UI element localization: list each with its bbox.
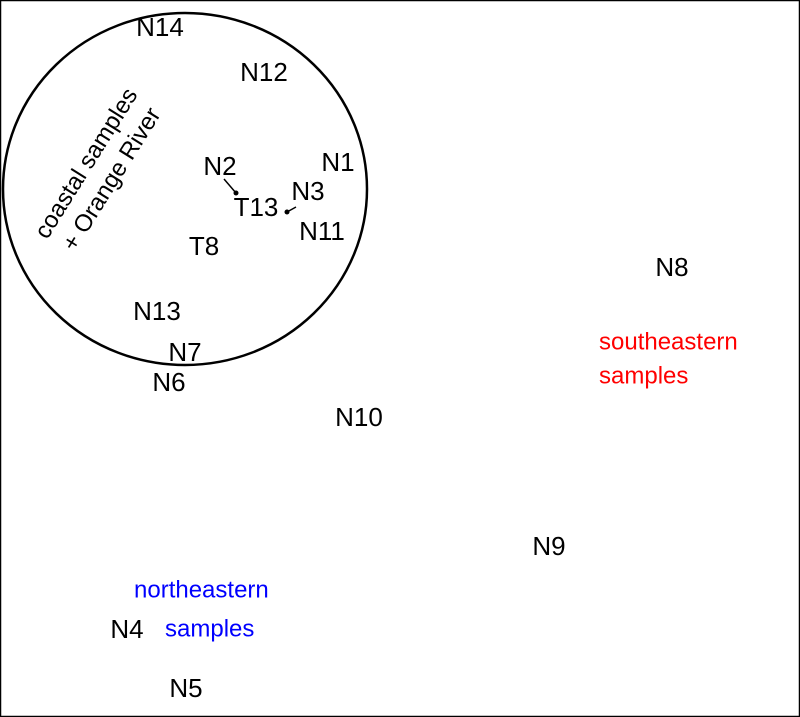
northeastern-annotation: northeastern samples: [134, 576, 269, 642]
northeastern-annotation-line2: samples: [165, 615, 254, 642]
point-label-n10: N10: [335, 402, 383, 432]
southeastern-annotation-line2: samples: [599, 362, 688, 389]
point-label-n7: N7: [168, 337, 201, 367]
connector-line-0: [223, 178, 237, 194]
point-label-n5: N5: [169, 673, 202, 703]
point-label-n1: N1: [321, 147, 354, 177]
northeastern-annotation-line1: northeastern: [134, 576, 269, 603]
southeastern-annotation: southeastern samples: [599, 328, 738, 389]
point-label-n8: N8: [655, 252, 688, 282]
point-label-n14: N14: [136, 12, 184, 42]
point-label-n13: N13: [133, 296, 181, 326]
point-label-n9: N9: [532, 531, 565, 561]
point-markers: [233, 190, 290, 215]
point-label-n2: N2: [203, 151, 236, 181]
point-label-t8: T8: [189, 231, 219, 261]
southeastern-annotation-line1: southeastern: [599, 328, 738, 355]
coastal-cluster-ellipse: [1, 11, 369, 367]
point-label-t13: T13: [234, 192, 279, 222]
point-marker-1: [284, 209, 290, 215]
point-label-n6: N6: [152, 367, 185, 397]
point-marker-0: [233, 190, 239, 196]
point-label-n3: N3: [291, 176, 324, 206]
point-label-n11: N11: [299, 216, 345, 246]
point-label-n12: N12: [240, 57, 288, 87]
point-label-n4: N4: [110, 614, 143, 644]
